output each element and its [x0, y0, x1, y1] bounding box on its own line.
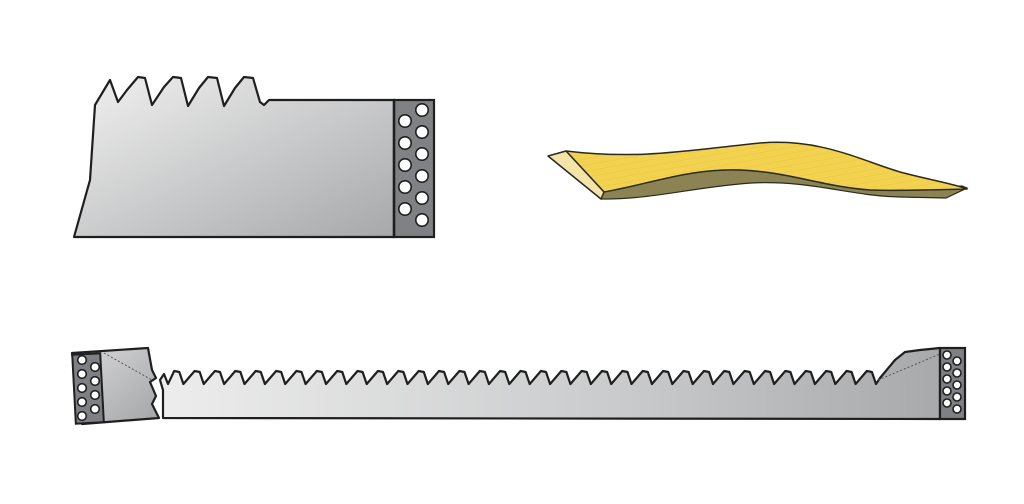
- hole-group: [942, 350, 962, 414]
- hole: [76, 382, 88, 394]
- hole: [414, 169, 429, 184]
- wood-strip: [547, 141, 969, 200]
- wood-end-face: [547, 150, 605, 200]
- hole-group: [76, 354, 101, 422]
- hole: [89, 403, 101, 415]
- hole: [942, 386, 952, 396]
- hole: [942, 374, 952, 384]
- hole: [414, 147, 429, 162]
- long-blade: [70, 346, 967, 426]
- hole: [397, 114, 412, 129]
- hole: [414, 213, 429, 228]
- hole: [89, 375, 101, 387]
- hole: [952, 404, 962, 414]
- hole: [414, 103, 429, 118]
- hole: [942, 398, 952, 408]
- hole: [952, 392, 962, 402]
- hole-group: [397, 103, 429, 228]
- blade-section-with-teeth: [72, 75, 436, 239]
- hole: [89, 389, 101, 401]
- hole: [952, 368, 962, 378]
- hole: [952, 380, 962, 390]
- hole: [89, 361, 101, 373]
- hole: [76, 396, 88, 408]
- hole: [414, 191, 429, 206]
- hole: [76, 368, 88, 380]
- hole: [397, 158, 412, 173]
- hole: [952, 356, 962, 366]
- hole: [397, 180, 412, 195]
- hole: [942, 362, 952, 372]
- wood-top-face: [565, 141, 968, 193]
- hole: [397, 136, 412, 151]
- long-blade-body: [158, 346, 942, 421]
- hole: [397, 202, 412, 217]
- hole: [76, 410, 88, 422]
- blade-body: [72, 75, 397, 239]
- hole: [76, 354, 88, 366]
- hole: [414, 125, 429, 140]
- hole: [942, 350, 952, 360]
